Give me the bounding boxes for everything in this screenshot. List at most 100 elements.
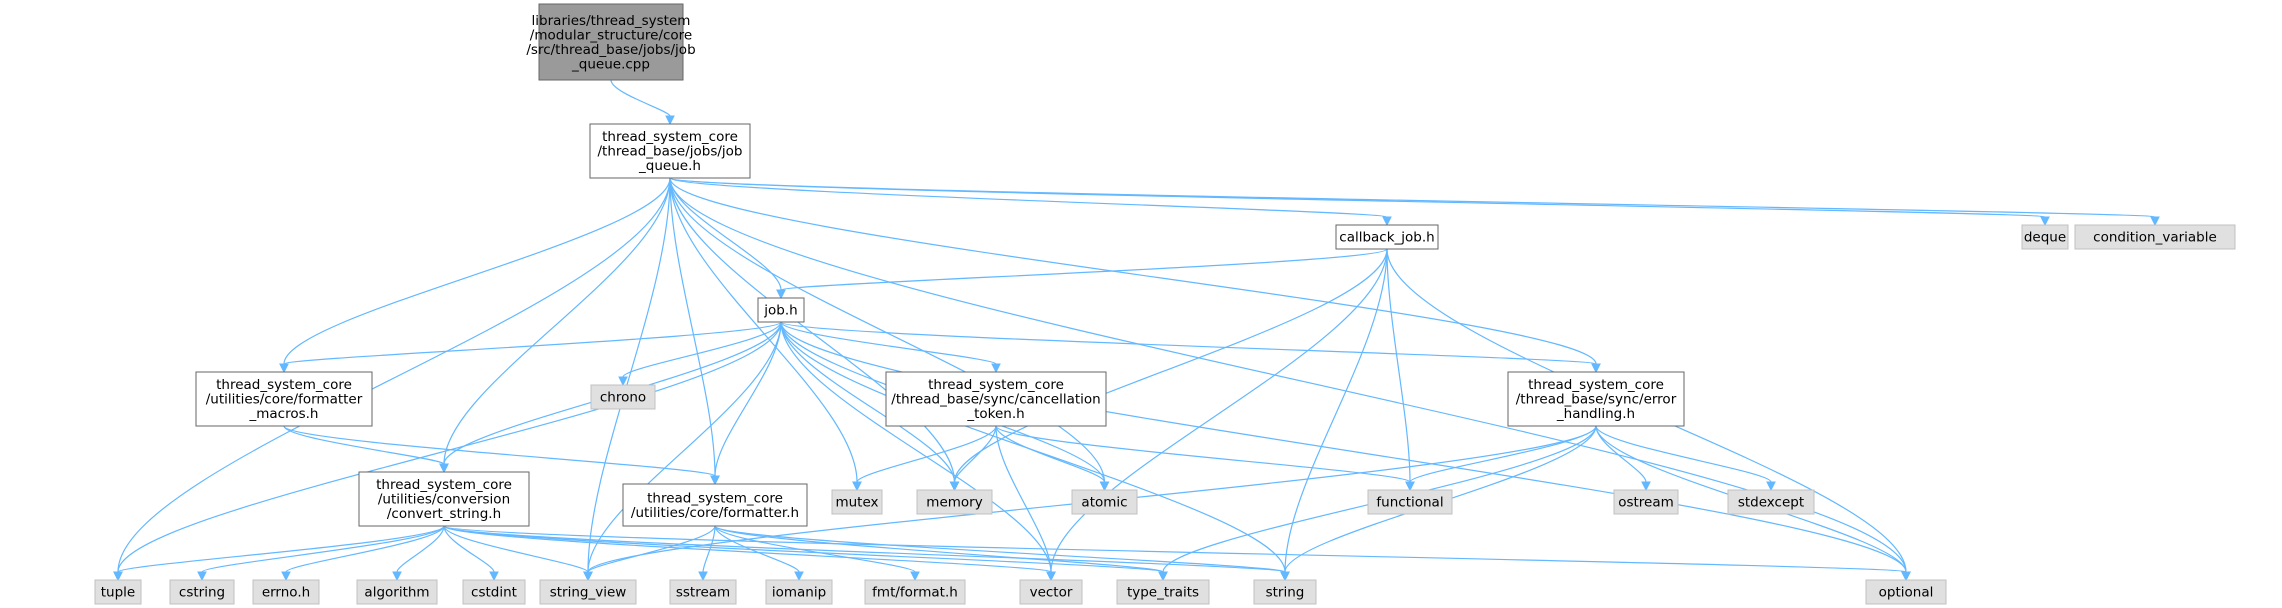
edge-arrowhead [698, 571, 708, 582]
node-jq[interactable]: thread_system_core/thread_base/jobs/job_… [589, 123, 751, 179]
edge-arrowhead [1046, 571, 1056, 582]
node-label-line: string_view [550, 585, 627, 601]
node-label-line: thread_system_core [376, 477, 512, 493]
node-stdexcept: stdexcept [1727, 489, 1815, 515]
edge-arrowhead [489, 571, 499, 582]
node-label-line: deque [2024, 230, 2066, 246]
edge-arrowhead [852, 481, 862, 492]
node-atomic: atomic [1071, 489, 1138, 515]
node-optional: optional [1865, 579, 1947, 605]
edge-jq-to-optional [669, 177, 1911, 582]
edge-line [1595, 425, 1647, 483]
edge-line [201, 525, 445, 573]
edge-line [714, 321, 782, 477]
edge-job-to-fmtmacros [279, 321, 782, 374]
edge-jq-to-convstr [439, 177, 671, 474]
node-box [252, 579, 320, 605]
node-label-line: tuple [101, 585, 135, 601]
node-box [2021, 224, 2069, 250]
edge-line [669, 177, 1388, 218]
node-label-line: thread_system_core [647, 490, 783, 506]
edge-formatter-to-sstream [698, 525, 716, 582]
node-formatter[interactable]: thread_system_core/utilities/core/format… [622, 483, 808, 527]
node-fmtmacros[interactable]: thread_system_core/utilities/core/format… [195, 371, 373, 427]
node-label-line: cstring [179, 585, 225, 601]
edge-line [780, 321, 956, 483]
node-label-line: /thread_base/sync/error [1516, 392, 1677, 408]
edge-line [587, 525, 716, 573]
node-label-line: functional [1376, 495, 1443, 511]
node-box [669, 579, 737, 605]
node-label-line: mutex [835, 495, 878, 511]
edge-line [780, 321, 997, 365]
edge-line [283, 425, 445, 465]
edge-line [443, 525, 1052, 573]
node-label-line: /thread_base/jobs/job [597, 144, 742, 160]
node-label-line: thread_system_core [1528, 377, 1664, 393]
node-box [864, 579, 966, 605]
node-cbjob[interactable]: callback_job.h [1335, 224, 1439, 250]
node-label-line: type_traits [1127, 585, 1199, 601]
edge-line [780, 321, 1052, 573]
edge-arrowhead [776, 289, 786, 300]
edge-convstr-to-cstring [197, 525, 445, 582]
edge-line [669, 177, 2046, 218]
edge-arrowhead [439, 463, 449, 474]
edge-line [396, 525, 445, 573]
edge-line [1050, 248, 1388, 573]
node-label-line: ostream [1618, 495, 1674, 511]
edge-line [780, 321, 1597, 365]
edge-root-to-jq [610, 79, 675, 126]
node-box [2074, 224, 2236, 250]
edge-line [117, 177, 671, 573]
node-label-line: optional [1879, 585, 1934, 601]
edge-arrowhead [910, 571, 920, 582]
node-label-line: atomic [1081, 495, 1127, 511]
edge-arrowhead [2150, 216, 2160, 227]
edge-arrowhead [1280, 571, 1290, 582]
edge-arrowhead [1405, 481, 1415, 492]
node-label-line: fmt/format.h [872, 585, 958, 601]
node-root[interactable]: libraries/thread_system/modular_structur… [526, 3, 696, 81]
edge-jq-to-atomic [669, 177, 1110, 492]
edge-arrowhead [665, 115, 675, 126]
edge-convstr-to-algorithm [392, 525, 445, 582]
node-label-line: thread_system_core [928, 377, 1064, 393]
edge-line [669, 177, 858, 483]
edge-arrowhead [583, 571, 593, 582]
edge-line [1409, 425, 1597, 483]
edge-line [587, 177, 671, 573]
node-string_view: string_view [539, 579, 637, 605]
edge-line [1595, 425, 1772, 483]
edge-line [780, 321, 1286, 573]
edge-canceltok-to-functional [995, 425, 1415, 492]
node-convstr[interactable]: thread_system_core/utilities/conversion/… [358, 471, 530, 527]
edge-arrowhead [1591, 363, 1601, 374]
edge-convstr-to-cstdint [443, 525, 499, 582]
edge-arrowhead [197, 571, 207, 582]
node-errhand[interactable]: thread_system_core/thread_base/sync/erro… [1507, 371, 1685, 427]
edge-line [117, 525, 445, 573]
node-job[interactable]: job.h [757, 297, 805, 323]
edge-job-to-optional [780, 321, 1911, 582]
node-box [356, 579, 438, 605]
edge-job-to-vector [780, 321, 1056, 582]
edge-jq-to-deque [669, 177, 2050, 227]
node-label-line: _queue.h [638, 158, 701, 174]
node-box [358, 471, 530, 527]
edge-line [953, 425, 997, 483]
node-box [916, 489, 993, 515]
node-box [1335, 224, 1439, 250]
edge-cbjob-to-job [776, 248, 1388, 300]
node-label-line: /utilities/core/formatter.h [631, 505, 799, 521]
node-canceltok[interactable]: thread_system_core/thread_base/sync/canc… [885, 371, 1107, 427]
edge-line [669, 177, 1106, 483]
edge-line [283, 425, 716, 477]
node-label-line: thread_system_core [216, 377, 352, 393]
edge-line [714, 525, 1164, 573]
edge-line [702, 525, 716, 573]
edge-line [714, 525, 916, 573]
edge-formatter-to-iomanip [714, 525, 804, 582]
edge-arrowhead [1099, 481, 1110, 492]
edge-job-to-formatter [710, 321, 782, 486]
